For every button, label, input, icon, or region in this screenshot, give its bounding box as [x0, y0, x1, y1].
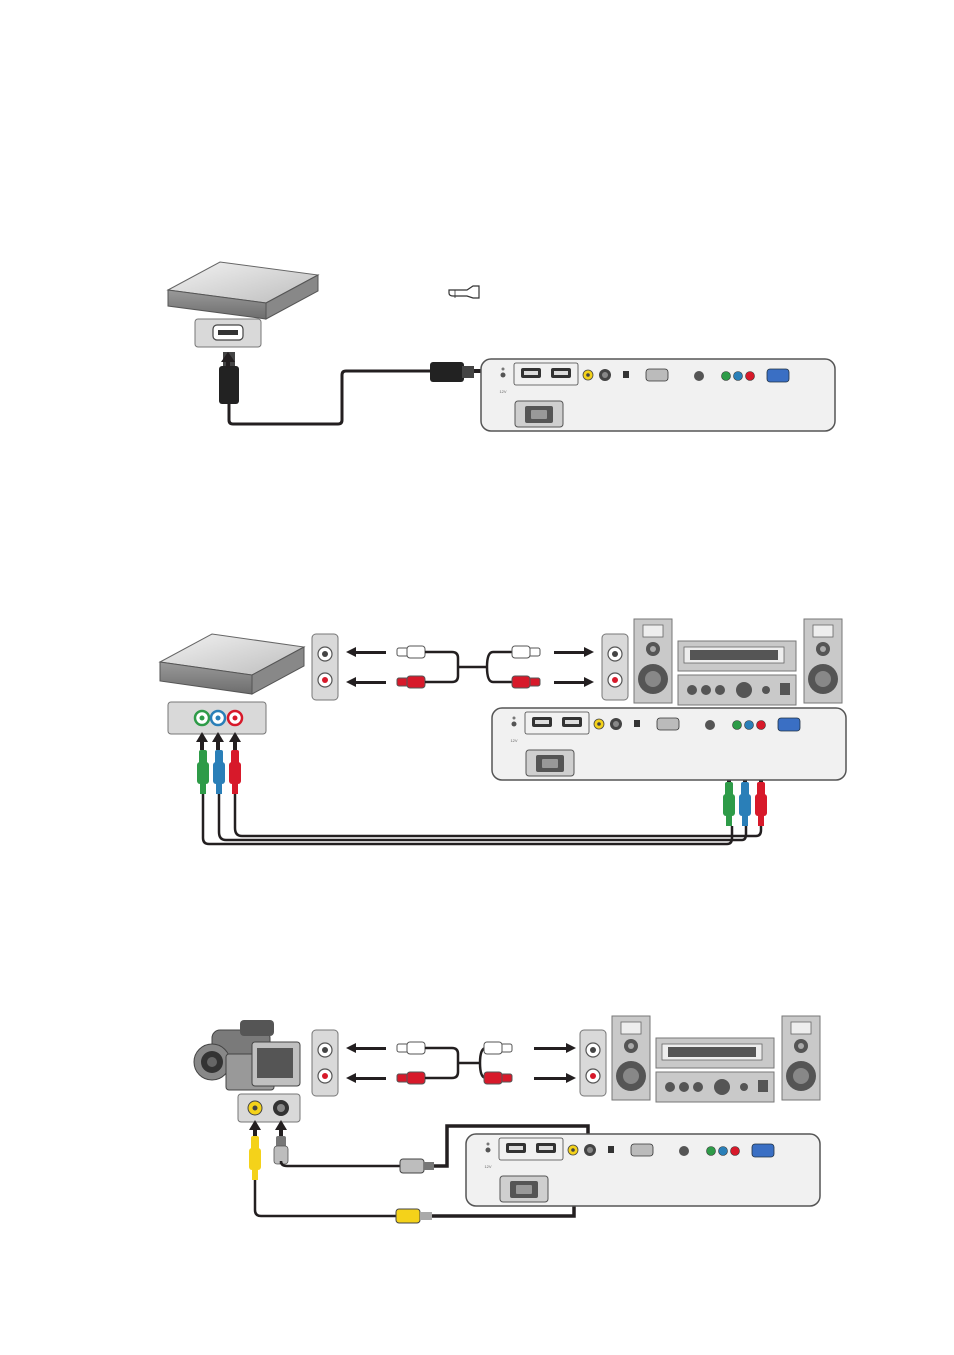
audio-cable	[425, 650, 512, 684]
audio-connection	[311, 633, 629, 701]
audio-arrows-left	[346, 647, 386, 687]
audio-connection	[311, 1029, 607, 1097]
hdmi-port-icon	[194, 318, 262, 348]
note-icon	[448, 285, 480, 299]
projector-rear-panel-icon	[480, 358, 836, 432]
camcorder-icon	[193, 1020, 301, 1091]
rca-plugs-right	[483, 1041, 513, 1085]
stereo-system-icon	[633, 618, 843, 706]
audio-arrows-left	[346, 1043, 386, 1083]
hdmi-plug-projector	[430, 362, 474, 382]
camcorder-plugs	[249, 1136, 289, 1180]
component-plugs-projector	[723, 782, 767, 826]
diagram-video-connection	[193, 1015, 821, 1224]
hdmi-cable	[219, 352, 474, 426]
component-arrows-source	[196, 732, 241, 750]
stereo-system-icon	[611, 1015, 821, 1103]
diagram-hdmi-connection	[166, 261, 836, 432]
audio-arrows-right	[534, 1043, 576, 1083]
audio-port-icon	[579, 1029, 607, 1097]
projector-rear-panel-icon	[491, 707, 847, 781]
audio-arrows-right	[554, 647, 594, 687]
dvd-player-icon	[158, 633, 306, 695]
audio-port-icon	[601, 633, 629, 701]
component-port-icon	[167, 701, 267, 735]
audio-cable	[425, 1046, 487, 1080]
arrow-up-icon	[221, 352, 235, 368]
diagram-component-connection	[158, 618, 847, 846]
rca-plugs-right	[511, 645, 541, 689]
audio-port-icon	[311, 1029, 339, 1097]
video-svideo-port-icon	[237, 1093, 301, 1123]
projector-rear-panel-icon	[465, 1133, 821, 1207]
camcorder-arrows	[249, 1120, 287, 1136]
component-video-cable	[201, 794, 763, 846]
rca-plugs-left	[396, 1041, 426, 1085]
rca-plugs-left	[396, 645, 426, 689]
component-plugs-source	[197, 750, 241, 794]
audio-port-icon	[311, 633, 339, 701]
dvd-player-icon	[166, 261, 320, 327]
